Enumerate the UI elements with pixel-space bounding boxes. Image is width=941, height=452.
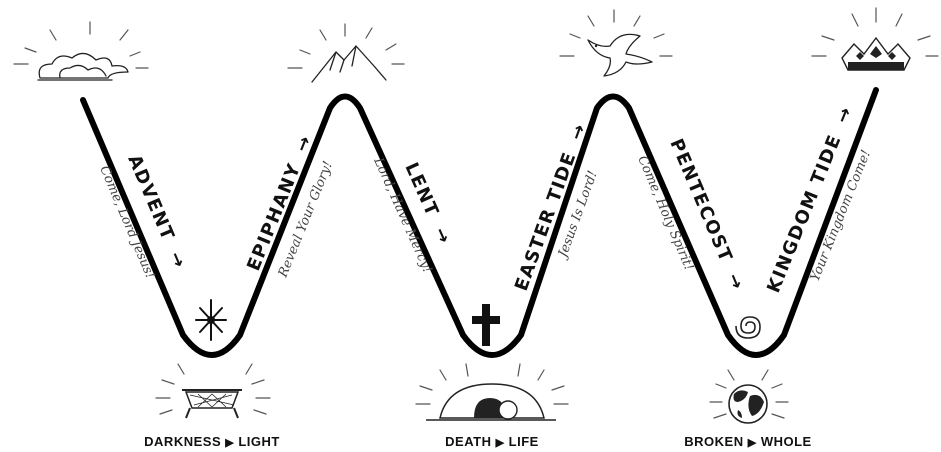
arrow-icon: →: [832, 103, 858, 126]
globe-icon: [710, 370, 788, 423]
transition-to: LIFE: [509, 434, 539, 449]
w-path: [83, 90, 876, 355]
play-arrow-icon: ▶: [495, 437, 505, 449]
transition-broken-whole: BROKEN ▶ WHOLE: [684, 434, 811, 449]
arrow-icon: →: [723, 270, 749, 293]
play-arrow-icon: ▶: [747, 437, 757, 449]
cross-icon: [472, 304, 500, 346]
spiral-icon: [736, 317, 760, 338]
star-icon: [196, 300, 226, 340]
crown-icon: [812, 8, 938, 70]
transition-darkness-light: DARKNESS ▶ LIGHT: [144, 434, 280, 449]
arrow-icon: →: [165, 249, 191, 272]
play-arrow-icon: ▶: [224, 437, 234, 449]
tomb-icon: [416, 364, 568, 420]
transition-from: DEATH: [445, 434, 491, 449]
cloud-icon: [14, 22, 148, 80]
transition-from: BROKEN: [684, 434, 743, 449]
mountain-icon: [288, 24, 404, 82]
manger-icon: [156, 364, 270, 418]
dove-icon: [560, 10, 672, 76]
transition-from: DARKNESS: [144, 434, 221, 449]
arrow-icon: →: [429, 224, 455, 248]
transition-to: LIGHT: [238, 434, 280, 449]
transition-to: WHOLE: [761, 434, 812, 449]
transition-death-life: DEATH ▶ LIFE: [445, 434, 539, 449]
